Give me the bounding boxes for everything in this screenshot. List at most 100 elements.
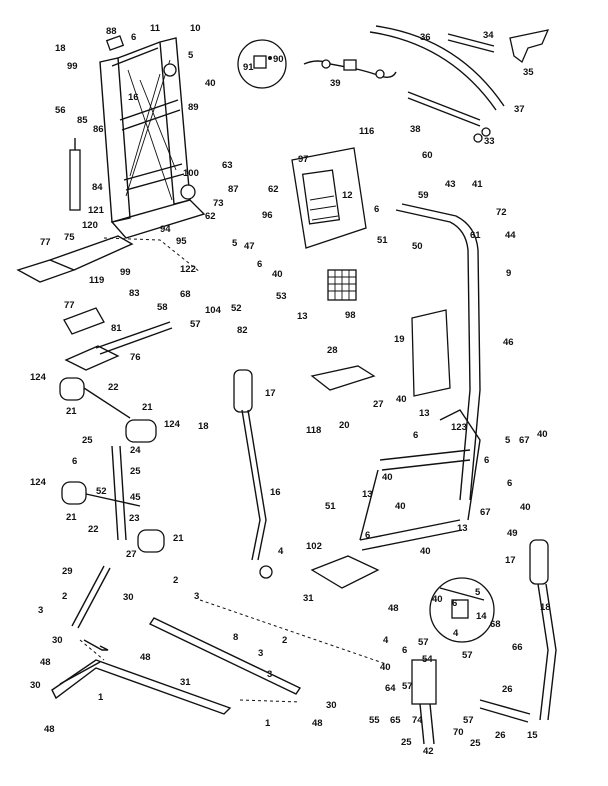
- foot-plate-mid: [64, 321, 173, 371]
- callout-c46: 44: [505, 230, 516, 241]
- callout-c78: 21: [142, 402, 153, 413]
- callout-c51: 47: [244, 241, 255, 252]
- callout-c43: 95: [176, 236, 187, 247]
- bracket-part: [509, 29, 550, 64]
- callout-c75: 22: [108, 382, 119, 393]
- callout-c69: 82: [237, 325, 248, 336]
- callout-c104: 40: [520, 502, 531, 513]
- callout-c97: 124: [30, 477, 47, 488]
- upright-frame: [395, 203, 481, 501]
- roller-pads: [59, 377, 165, 553]
- curved-bar: [369, 25, 505, 111]
- callout-c3: 10: [190, 23, 201, 34]
- callout-c21: 85: [77, 115, 88, 126]
- callout-c138: 48: [40, 657, 51, 668]
- callout-c90: 67: [519, 435, 530, 446]
- callout-c87: 25: [82, 435, 93, 446]
- callout-c15: 34: [483, 30, 494, 41]
- callout-c5: 18: [55, 43, 66, 54]
- callout-c32: 63: [222, 160, 233, 171]
- leg-frame: [359, 409, 481, 551]
- callout-c7: 16: [128, 92, 139, 103]
- cylinder-part: [69, 138, 81, 211]
- callout-c157: 55: [369, 715, 380, 726]
- callout-c10: 89: [188, 102, 199, 113]
- callout-c72: 76: [130, 352, 141, 363]
- callout-c129: 6: [452, 598, 457, 609]
- callout-c111: 49: [507, 528, 518, 539]
- callout-c158: 65: [390, 715, 401, 726]
- callout-c1: 88: [106, 26, 117, 37]
- callout-c98: 52: [96, 486, 107, 497]
- callout-c135: 8: [233, 632, 238, 643]
- callout-c95: 6: [484, 455, 489, 466]
- callout-c160: 57: [463, 715, 474, 726]
- callout-c45: 77: [40, 237, 51, 248]
- callout-c93: 6: [72, 456, 77, 467]
- callout-c96: 40: [382, 472, 393, 483]
- callout-c149: 30: [30, 680, 41, 691]
- grid-plate: [327, 269, 357, 301]
- callout-c124: 30: [123, 592, 134, 603]
- callout-c166: 42: [423, 746, 434, 757]
- callout-c142: 6: [402, 645, 407, 656]
- callout-c128: 40: [432, 594, 443, 605]
- callout-c156: 1: [265, 718, 271, 729]
- callout-c14: 36: [420, 32, 431, 43]
- callout-c13: 39: [330, 78, 341, 89]
- callout-c41: 120: [82, 220, 98, 231]
- callout-c18: 38: [410, 124, 421, 135]
- callout-c73: 28: [327, 345, 338, 356]
- callout-c100: 16: [270, 487, 281, 498]
- callout-c106: 21: [66, 512, 77, 523]
- callout-c70: 19: [394, 334, 405, 345]
- lever-arm: [233, 369, 273, 579]
- callout-c80: 27: [373, 399, 384, 410]
- leader-lines: [79, 237, 387, 665]
- callout-c145: 66: [512, 642, 523, 653]
- callout-c92: 24: [130, 445, 141, 456]
- callout-c112: 21: [173, 533, 184, 544]
- callout-c154: 30: [326, 700, 337, 711]
- callout-c115: 4: [278, 546, 284, 557]
- callout-c29: 41: [472, 179, 483, 190]
- callout-c11: 91: [243, 62, 254, 73]
- callout-c91: 40: [537, 429, 548, 440]
- callout-c147: 3: [267, 669, 272, 680]
- callout-c117: 40: [420, 546, 431, 557]
- callout-c79: 18: [198, 421, 209, 432]
- callout-c94: 25: [130, 466, 141, 477]
- callout-c53: 119: [89, 275, 104, 286]
- foot-plate-lower: [310, 555, 380, 589]
- callout-c134: 30: [52, 635, 63, 646]
- callout-c12: 90: [273, 54, 284, 65]
- center-post: [85, 445, 141, 541]
- callout-c17: 37: [514, 104, 525, 115]
- callout-c143: 57: [462, 650, 473, 661]
- callout-c16: 35: [523, 67, 534, 78]
- callout-c105: 51: [325, 501, 336, 512]
- callout-c102: 6: [507, 478, 512, 489]
- callout-c20: 56: [55, 105, 66, 116]
- callout-c58: 83: [129, 288, 140, 299]
- callout-c133: 4: [453, 628, 459, 639]
- callout-c55: 6: [257, 259, 262, 270]
- callout-c103: 40: [395, 501, 406, 512]
- callout-c22: 86: [93, 124, 104, 135]
- callout-c74: 124: [30, 372, 47, 383]
- callout-c137: 48: [140, 652, 151, 663]
- callout-c123: 3: [38, 605, 43, 616]
- callout-c140: 4: [383, 635, 389, 646]
- lower-assembly: [411, 659, 531, 745]
- callout-c155: 48: [312, 718, 323, 729]
- callout-c30: 59: [418, 190, 429, 201]
- slant-bar: [71, 565, 111, 629]
- callout-c150: 31: [180, 677, 191, 688]
- callout-c65: 13: [297, 311, 308, 322]
- callout-c8: 5: [188, 50, 194, 61]
- callout-c61: 77: [64, 300, 75, 311]
- callout-c25: 12: [342, 190, 353, 201]
- seat-pad: [411, 309, 451, 397]
- callout-c82: 13: [419, 408, 430, 419]
